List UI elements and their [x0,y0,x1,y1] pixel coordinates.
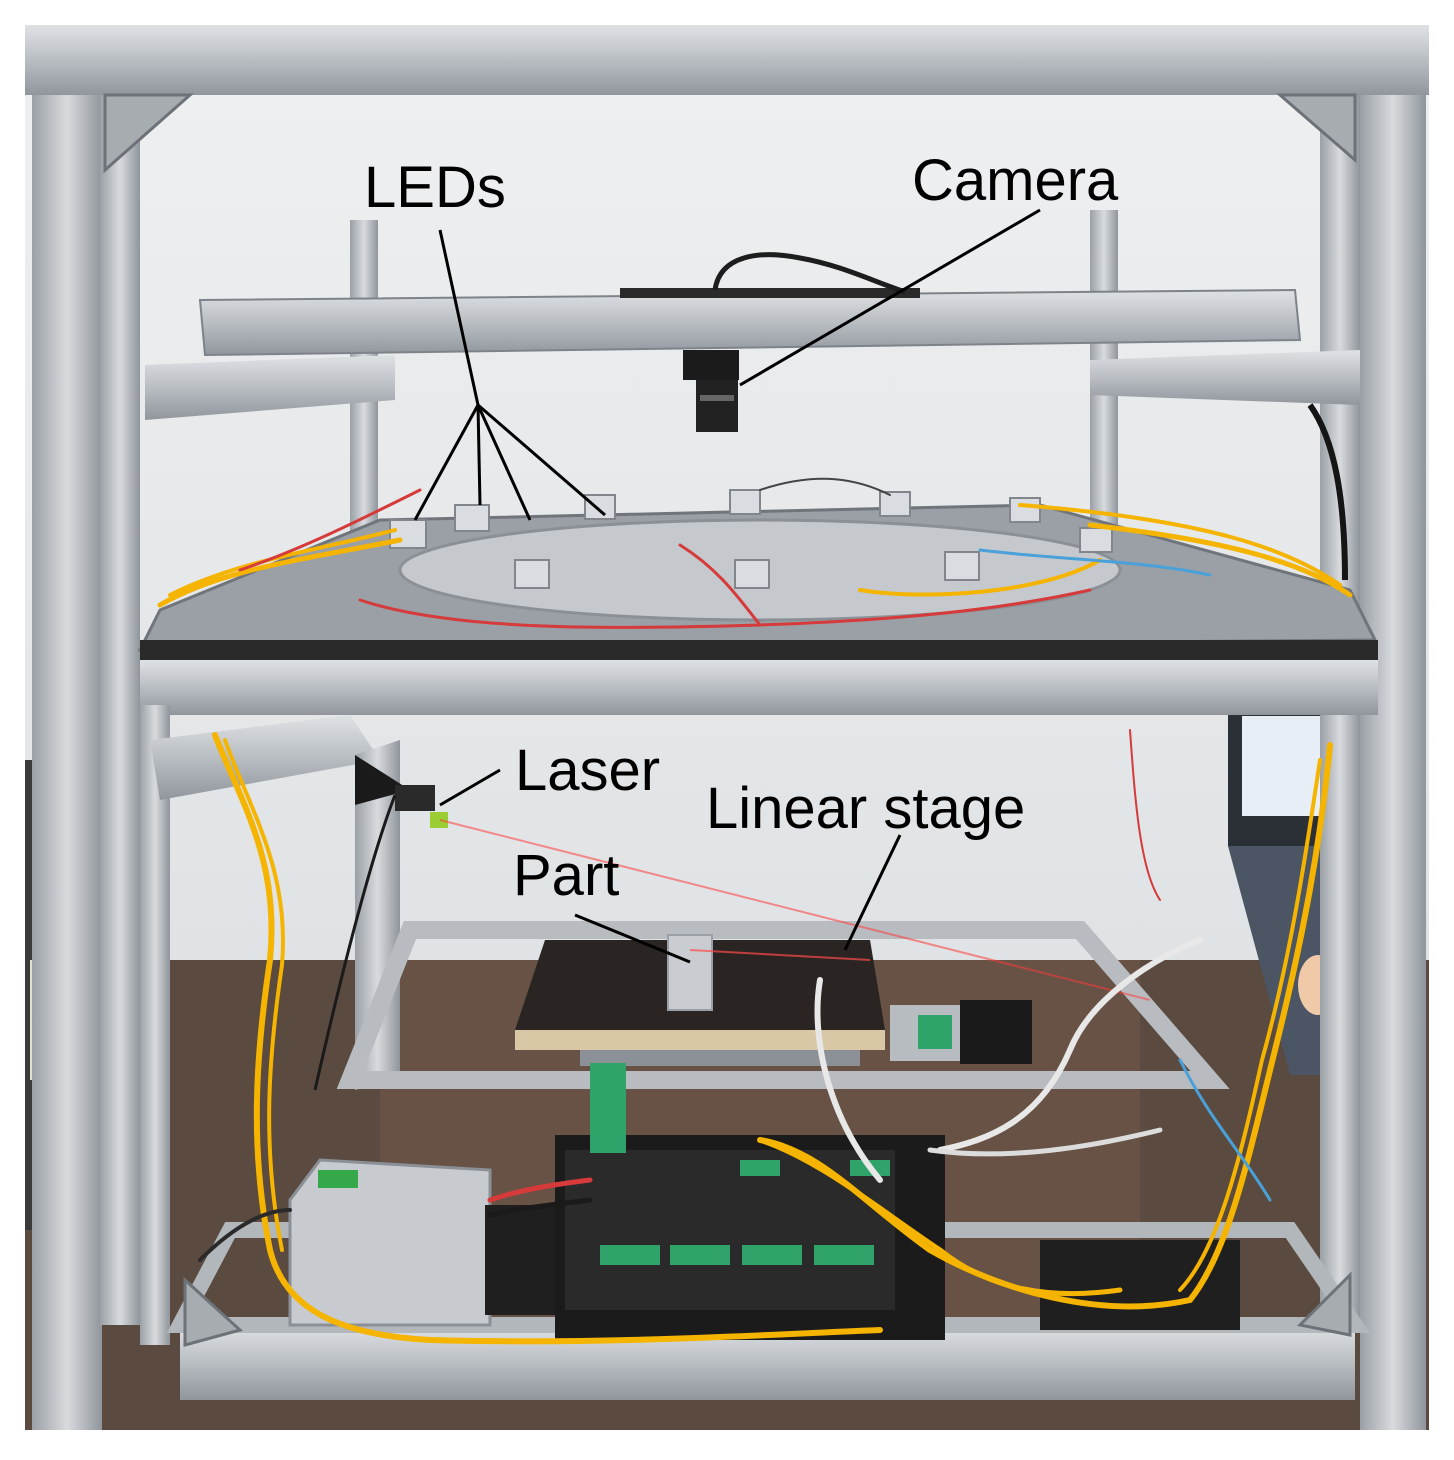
corner-bracket-bottom-right [1296,1271,1352,1337]
corner-bracket-top-right [1275,93,1357,164]
right-front-post [1360,95,1426,1430]
label-laser: Laser [515,738,660,803]
camera-body [683,350,739,432]
label-part: Part [513,843,619,908]
laser-cable [313,794,397,1091]
laser-leader [439,768,501,807]
left-rear-post [100,95,140,1325]
laptop [1228,706,1338,1075]
leader-lines [413,208,1041,964]
leds-leader-3 [476,404,532,521]
linear-stage [515,940,1032,1066]
leds-leader-2 [476,404,482,506]
led-plate-edge [140,640,1378,660]
leds-leader-4 [477,403,606,517]
top-beam [25,25,1429,95]
side-crossbar-left [145,355,395,420]
lower-left-crossbar [150,715,380,800]
lower-wiring [198,729,1333,1345]
camera-leader [739,208,1041,387]
side-crossbar-right [1090,350,1360,405]
corner-bracket-bottom-left [183,1276,244,1347]
camera-beam [198,288,1302,357]
laser-beam [439,819,1151,1001]
label-leds: LEDs [364,155,506,220]
middle-beam [140,660,1378,715]
controller-board [555,1063,945,1340]
leds-leader-1 [413,404,480,521]
leds-leader-stem [438,229,480,406]
label-linear-stage: Linear stage [706,776,1025,841]
label-camera: Camera [912,148,1119,213]
lower-left-post [140,705,170,1345]
linear-stage-leader [843,834,902,951]
part-leader [574,913,691,964]
base-frame-top [336,921,1230,1089]
right-cable [1307,403,1348,581]
left-front-post [32,95,102,1430]
camera-mount-plate [620,288,920,298]
led-mounts [389,489,1113,589]
driver-board [1040,1240,1240,1330]
camera-cable [712,252,906,295]
corner-bracket-top-left [103,93,194,174]
base-frame-bottom [166,1222,1371,1333]
part [667,934,871,1011]
laser-assembly [355,755,448,828]
led-wiring [157,477,1353,629]
